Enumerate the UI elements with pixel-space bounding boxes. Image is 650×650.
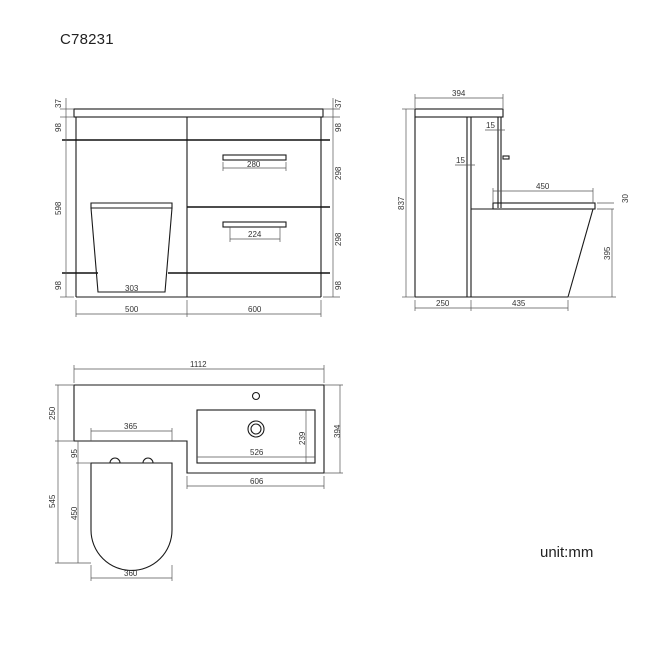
side-view: 394 837 15 15 450 30 395 250 435 (397, 89, 630, 311)
dim-basin-526: 526 (250, 448, 264, 457)
plan-basin (196, 409, 316, 464)
drawer-handle-top (222, 154, 287, 161)
dim-598: 598 (54, 201, 63, 215)
dim-plinth-bottom-left: 98 (54, 281, 63, 290)
dim-plinth-top-right: 98 (334, 123, 343, 132)
dim-15-mid: 15 (456, 156, 465, 165)
tap-hole-icon (251, 391, 261, 401)
dim-height-837: 837 (397, 196, 406, 210)
product-code: C78231 (60, 31, 114, 48)
front-worktop (73, 108, 324, 118)
side-tap (502, 155, 510, 160)
basin-waste-inner-icon (250, 423, 262, 435)
side-toilet-body (471, 208, 594, 298)
dim-toilet-303: 303 (125, 284, 139, 293)
dim-plan-365: 365 (124, 422, 138, 431)
drawer-handle-bottom (222, 221, 287, 228)
dim-handle-224: 224 (248, 230, 262, 239)
dim-worktop-right: 37 (334, 99, 343, 108)
dim-basin-239: 239 (298, 431, 307, 445)
side-toilet-seat (492, 202, 596, 210)
plan-view: 1112 250 545 95 450 365 360 394 239 526 (48, 360, 343, 581)
dim-seat-450: 450 (536, 182, 550, 191)
dim-plan-394: 394 (333, 424, 342, 438)
front-toilet-seat (90, 202, 173, 209)
unit-label: unit:mm (540, 544, 594, 561)
dim-worktop-left: 37 (54, 99, 63, 108)
dim-handle-280: 280 (247, 160, 261, 169)
dim-depth-394: 394 (452, 89, 466, 98)
dim-base-250: 250 (436, 299, 450, 308)
basin-waste-outer-icon (247, 420, 265, 438)
dim-drawer-bottom: 298 (334, 232, 343, 246)
dim-width-500: 500 (125, 305, 139, 314)
dim-width-1112: 1112 (190, 360, 207, 369)
side-worktop (414, 108, 504, 118)
dim-plan-545: 545 (48, 494, 57, 508)
dim-toilet-395: 395 (603, 246, 612, 260)
dim-drawer-top: 298 (334, 166, 343, 180)
dim-plinth-bottom-right: 98 (334, 281, 343, 290)
dim-plan-450: 450 (70, 506, 79, 520)
dim-basin-606: 606 (250, 477, 264, 486)
hinge-right-icon (142, 457, 154, 464)
front-toilet-body (90, 207, 173, 293)
dim-plinth-top-left: 98 (54, 123, 63, 132)
dim-base-435: 435 (512, 299, 526, 308)
dim-plan-250: 250 (48, 406, 57, 420)
dim-15-top: 15 (486, 121, 495, 130)
hinge-left-icon (109, 457, 121, 464)
dim-width-600: 600 (248, 305, 262, 314)
plan-toilet (90, 462, 173, 572)
dim-plan-360: 360 (124, 569, 138, 578)
front-view: 37 98 598 98 37 98 298 298 98 280 224 30… (54, 98, 343, 317)
dim-seat-30: 30 (621, 194, 630, 203)
dim-plan-95: 95 (70, 449, 79, 458)
